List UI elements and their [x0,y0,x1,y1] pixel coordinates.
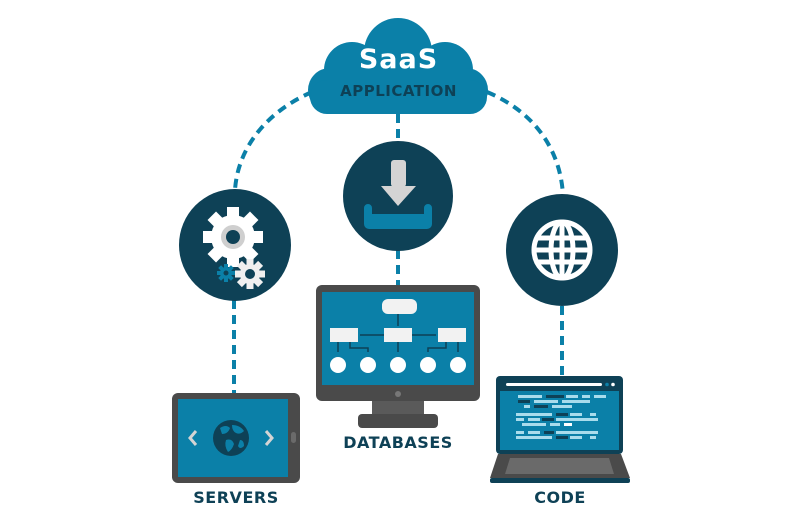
connector-cloud-to-code [486,90,565,196]
monitor-device [316,285,480,428]
cloud-title: SaaS [358,44,439,75]
connectors [232,90,565,393]
globe-icon [213,420,249,456]
cloud-shape [308,18,488,114]
label-code: CODE [534,488,586,507]
connector-cloud-to-servers [233,90,313,191]
chevron-left-icon [188,430,198,446]
chevron-right-icon [264,430,274,446]
tablet-device [172,393,300,483]
download-icon [343,141,453,251]
label-databases: DATABASES [343,433,453,452]
code-lines-icon [516,395,606,439]
flowchart-icon [330,299,466,373]
label-servers: SERVERS [193,488,279,507]
globe-grid-icon [506,194,618,306]
cloud-subtitle: APPLICATION [340,82,457,100]
gears-icon [179,189,291,301]
laptop-device [490,376,630,483]
